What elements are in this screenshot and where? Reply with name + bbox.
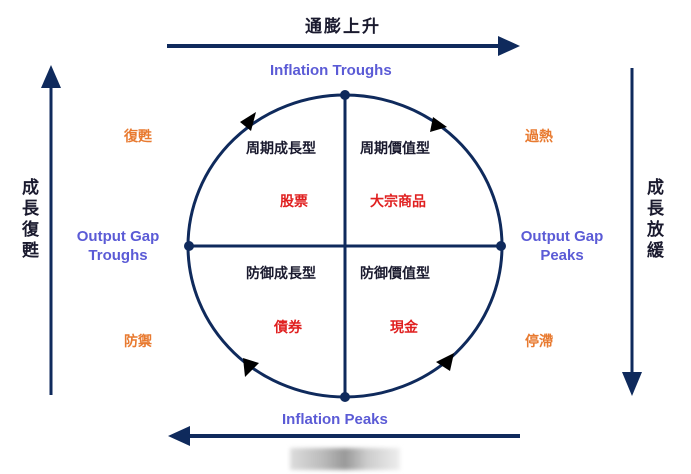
asset-stocks: 股票: [280, 194, 308, 210]
asset-bonds: 債券: [274, 320, 302, 336]
phase-defensive: 防禦: [124, 334, 152, 350]
phase-recovery: 復甦: [124, 129, 152, 145]
left-arrow-head: [41, 65, 61, 88]
quadrant-style-top-left: 周期成長型: [246, 141, 316, 157]
inflation-rising-label: 通膨上升: [305, 17, 381, 37]
bottom-arrow-head: [168, 426, 190, 446]
growth-recovery-label: 成長復甦: [18, 178, 38, 262]
growth-slowing-label: 成長放緩: [643, 178, 663, 262]
inflation-peaks-label: Inflation Peaks: [282, 411, 388, 428]
asset-commodities: 大宗商品: [370, 194, 426, 210]
top-arrow-head: [498, 36, 520, 56]
cycle-arrow-icon: [243, 358, 259, 377]
output-gap-troughs-label: Output Gap Troughs: [76, 228, 160, 264]
cycle-arrow-icon: [436, 353, 454, 371]
inflation-troughs-label: Inflation Troughs: [270, 62, 392, 79]
cycle-arrow-icon: [240, 112, 256, 131]
quadrant-style-bottom-left: 防御成長型: [246, 266, 316, 282]
output-gap-peaks-label: Output Gap Peaks: [520, 228, 604, 264]
phase-overheat: 過熱: [525, 129, 553, 145]
right-node: [496, 241, 506, 251]
quadrant-style-bottom-right: 防御價值型: [360, 266, 430, 282]
cycle-arrow-icon: [430, 117, 447, 132]
blurred-bottom-label: [290, 448, 400, 470]
asset-cash: 現金: [390, 320, 418, 336]
quadrant-style-top-right: 周期價值型: [360, 141, 430, 157]
left-node: [184, 241, 194, 251]
phase-stagnation: 停滯: [525, 334, 553, 350]
right-arrow-head: [622, 372, 642, 396]
top-node: [340, 90, 350, 100]
bottom-node: [340, 392, 350, 402]
